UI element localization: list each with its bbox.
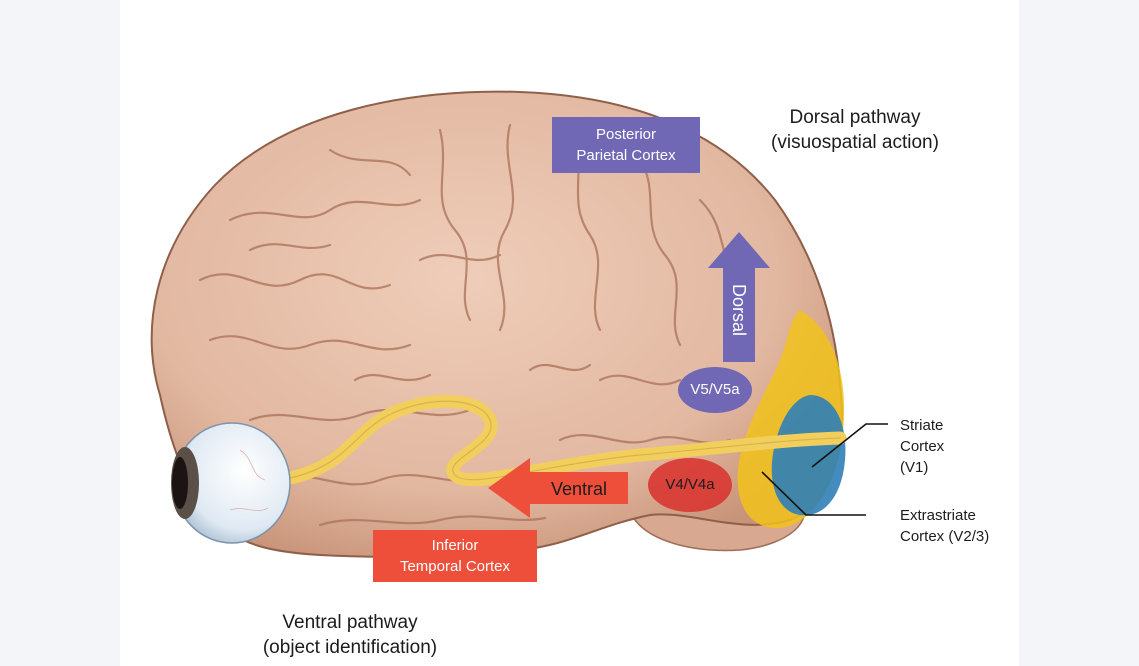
posterior-parietal-line2: Parietal Cortex xyxy=(576,147,676,164)
ventral-arrow xyxy=(488,458,628,518)
v4-area xyxy=(648,458,732,512)
extrastriate-line1: Extrastriate xyxy=(900,507,976,524)
left-margin-strip xyxy=(0,0,120,666)
optic-pathway-outline xyxy=(279,400,841,481)
eye xyxy=(171,422,291,544)
extrastriate-cortex-label: Extrastriate Cortex (V2/3) xyxy=(900,505,1035,547)
inferior-temporal-box xyxy=(373,530,537,582)
ventral-subheading-text: (object identification) xyxy=(262,637,438,658)
dorsal-subheading-text: (visuospatial action) xyxy=(771,132,939,153)
striate-leader-line xyxy=(811,423,888,468)
dorsal-arrow-label: Dorsal xyxy=(729,283,749,336)
extrastriate-line2: Cortex (V2/3) xyxy=(900,528,990,545)
v5-area-label: V5/V5a xyxy=(690,381,740,398)
striate-line1: Striate xyxy=(900,417,944,434)
v5-area xyxy=(678,367,752,413)
v4-area-label: V4/V4a xyxy=(665,476,715,493)
posterior-parietal-box xyxy=(552,117,700,173)
striate-cortex-label: Striate Cortex (V1) xyxy=(900,415,1020,478)
inferior-temporal-line2: Temporal Cortex xyxy=(399,558,511,575)
ventral-heading-text: Ventral pathway xyxy=(282,612,418,633)
striate-line2: Cortex xyxy=(900,438,945,455)
posterior-parietal-line1: Posterior xyxy=(595,126,657,143)
inferior-temporal-line1: Inferior xyxy=(431,537,479,554)
posterior-parietal-label: Posterior Parietal Cortex xyxy=(552,124,700,166)
inferior-temporal-label: Inferior Temporal Cortex xyxy=(373,535,537,577)
dorsal-pathway-heading: Dorsal pathway (visuospatial action) xyxy=(745,105,965,155)
extrastriate-leader-line xyxy=(761,471,866,516)
right-margin-strip xyxy=(1019,0,1139,666)
dorsal-arrow xyxy=(708,232,770,362)
striate-region xyxy=(771,395,846,516)
ventral-arrow-label: Ventral xyxy=(550,479,608,499)
dorsal-heading-text: Dorsal pathway xyxy=(789,107,921,128)
ventral-pathway-heading: Ventral pathway (object identification) xyxy=(230,610,470,660)
striate-line3: (V1) xyxy=(900,459,929,476)
